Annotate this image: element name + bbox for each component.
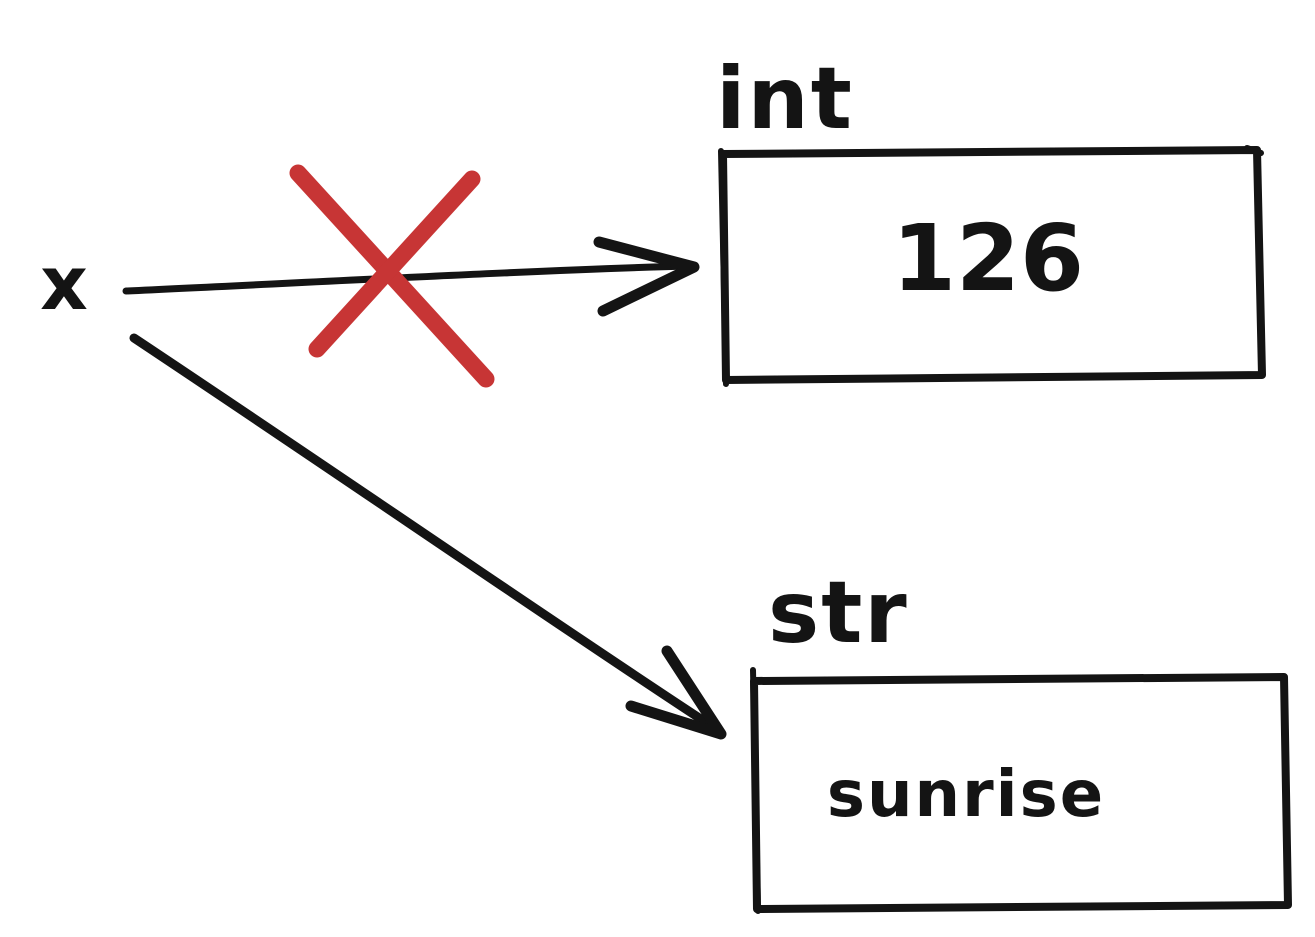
arrow-x-to-str <box>129 333 727 740</box>
arrow-x-to-str-line <box>129 333 715 730</box>
cross-out-icon <box>289 164 495 388</box>
str-value: sunrise <box>827 758 1105 832</box>
int-object-node <box>718 145 1266 387</box>
int-box-sketch-tick-left <box>718 148 729 387</box>
arrow-x-to-int <box>122 236 700 317</box>
int-value: 126 <box>892 205 1084 312</box>
ink-strokes <box>122 145 1292 914</box>
int-box-sketch-tick-corner <box>1244 145 1264 156</box>
variable-x-label: x <box>40 241 88 327</box>
int-type-label: int <box>716 49 854 149</box>
str-box-sketch-tick-left <box>750 667 761 914</box>
str-type-label: str <box>768 563 909 663</box>
arrow-x-to-int-line <box>122 262 692 295</box>
cross-out-stroke-2 <box>308 170 481 358</box>
str-object-node <box>750 667 1292 914</box>
arrow-x-to-int-head-icon <box>593 236 700 317</box>
arrow-x-to-str-head-icon <box>625 645 727 740</box>
